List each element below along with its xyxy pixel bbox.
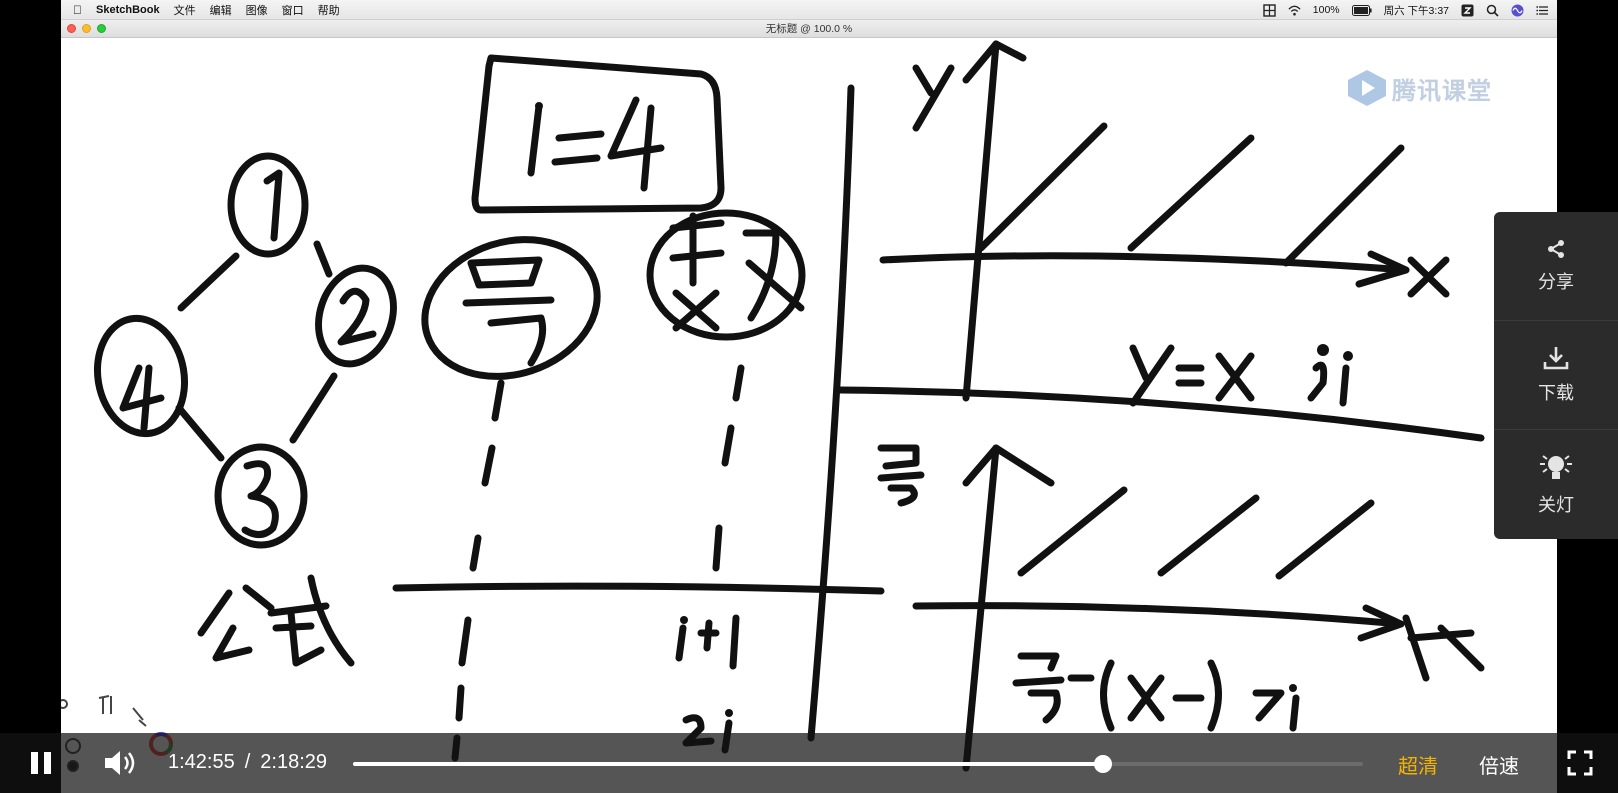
upper-x-arrow: [1355, 250, 1410, 288]
player-control-bar: 1:42:55 / 2:18:29 超清 倍速: [0, 733, 1618, 793]
time-separator: /: [244, 751, 251, 773]
upper-slope-2: [1127, 134, 1255, 252]
tree-node-3-digit: [241, 460, 279, 538]
lower-slope-3: [1275, 499, 1375, 580]
sketch-canvas[interactable]: 腾讯课堂: [61, 38, 1557, 793]
vertical-divider: [807, 84, 855, 742]
tree-node-4-digit: [119, 364, 165, 432]
download-label: 下载: [1538, 383, 1574, 403]
watermark-brand-text: 腾讯课堂: [1392, 77, 1492, 105]
gongshi-text: [197, 574, 355, 667]
menu-app-name[interactable]: SketchBook: [87, 3, 160, 16]
apple-menu-icon[interactable]: : [73, 3, 82, 17]
tree-node-1: [227, 152, 309, 258]
formula-i-plus-1: [675, 614, 740, 670]
upper-equation: [1129, 344, 1350, 407]
window-titlebar: 无标题 @ 100.0 %: [61, 20, 1557, 38]
tree-node-3: [214, 443, 308, 549]
siri-icon[interactable]: [1511, 4, 1524, 17]
lights-off-label: 关灯: [1538, 494, 1574, 515]
window-close-button[interactable]: [67, 24, 76, 33]
tree-edge-1-2: [313, 240, 333, 278]
share-icon: [1548, 240, 1564, 258]
shu-dashed-line: [712, 364, 745, 572]
menu-window[interactable]: 窗口: [272, 4, 304, 17]
shu-circle: [646, 209, 806, 341]
lower-slope-2: [1157, 494, 1260, 577]
i-equals-4-box: [471, 54, 725, 214]
progress-played: [353, 762, 1103, 766]
pause-button[interactable]: [26, 747, 56, 779]
tree-edge-2-3: [289, 372, 338, 444]
share-label: 分享: [1538, 272, 1574, 292]
lower-x-arrow: [1357, 604, 1405, 642]
upper-x-axis: [879, 252, 1410, 274]
lightbulb-icon: [1540, 454, 1572, 479]
upper-lower-separator: [835, 386, 1485, 442]
share-button[interactable]: 分享: [1494, 212, 1618, 321]
menu-edit[interactable]: 编辑: [200, 4, 232, 17]
shu-char: [669, 212, 805, 332]
handwritten-sketch: [93, 40, 1485, 772]
window-zoom-button[interactable]: [97, 24, 106, 33]
quality-button[interactable]: 超清: [1398, 756, 1438, 778]
hao-char: [462, 256, 555, 367]
tree-node-1-digit: [263, 169, 283, 242]
playback-time: 1:42:55 / 2:18:29: [168, 751, 327, 774]
tencent-classroom-logo-icon: [1348, 70, 1386, 106]
lower-slope-1: [1017, 486, 1128, 577]
total-time: 2:18:29: [260, 751, 328, 773]
formula-1: [458, 616, 472, 667]
upper-y-axis: [962, 40, 1000, 402]
lower-x-axis: [912, 602, 1405, 628]
menubar-clock[interactable]: 周六 下午3:37: [1383, 4, 1449, 17]
current-time: 1:42:55: [168, 751, 235, 773]
menubar-status-area: 100% 周六 下午3:37: [1263, 0, 1549, 20]
player-side-panel: 分享 下载 关灯: [1494, 212, 1618, 539]
tree-node-2: [315, 264, 397, 368]
download-icon: [1543, 347, 1569, 370]
tree-node-4: [93, 314, 189, 438]
progress-scrubber-handle[interactable]: [1094, 755, 1112, 773]
lower-equation: [1012, 652, 1300, 732]
mac-menubar:  SketchBook 文件 编辑 图像 窗口 帮助 100% 周六 下午3:…: [61, 0, 1557, 20]
progress-bar[interactable]: [353, 755, 1363, 773]
download-button[interactable]: 下载: [1494, 321, 1618, 430]
upper-slope-1: [977, 122, 1108, 252]
tree-edge-1-4: [177, 252, 240, 312]
video-frame:  SketchBook 文件 编辑 图像 窗口 帮助 100% 周六 下午3:…: [61, 0, 1557, 793]
upper-y-arrow: [962, 40, 1027, 84]
menu-help[interactable]: 帮助: [308, 4, 340, 17]
playback-speed-button[interactable]: 倍速: [1479, 756, 1519, 778]
hao-dashed-line: [469, 379, 505, 572]
lower-y-arrow: [962, 444, 1055, 487]
notification-center-icon[interactable]: [1536, 4, 1549, 17]
wifi-icon[interactable]: [1288, 4, 1301, 17]
input-method-icon[interactable]: [1263, 3, 1276, 17]
i-equals-4-text: [527, 96, 665, 192]
tree-edge-4-3: [175, 404, 225, 462]
menu-file[interactable]: 文件: [164, 4, 196, 17]
tencent-classroom-watermark: 腾讯课堂: [1346, 68, 1492, 108]
lower-y-label: [877, 444, 925, 507]
fullscreen-icon[interactable]: [1567, 750, 1593, 776]
window-title: 无标题 @ 100.0 %: [765, 23, 853, 35]
upper-slope-3: [1282, 144, 1405, 267]
tree-node-2-digit: [337, 287, 377, 346]
battery-icon[interactable]: [1351, 4, 1372, 16]
lights-off-button[interactable]: 关灯: [1494, 430, 1618, 539]
battery-percent: 100%: [1312, 4, 1340, 16]
upper-y-label: [912, 64, 955, 132]
app-status-icon[interactable]: [1461, 4, 1474, 17]
formula-divider-line: [392, 582, 885, 595]
upper-x-label: [1407, 256, 1450, 298]
hao-circle: [421, 236, 601, 380]
menu-image[interactable]: 图像: [236, 4, 268, 17]
window-minimize-button[interactable]: [82, 24, 91, 33]
volume-icon[interactable]: [102, 747, 138, 779]
spotlight-search-icon[interactable]: [1486, 4, 1499, 17]
lower-x-label: [1402, 614, 1485, 682]
